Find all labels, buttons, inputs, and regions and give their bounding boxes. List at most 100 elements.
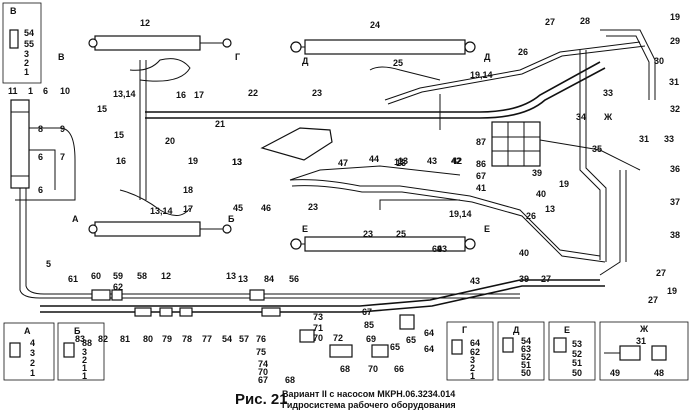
part-label: 68 <box>285 375 295 385</box>
part-label: 39 <box>532 168 542 178</box>
figure-number: Рис. 21 <box>235 391 288 408</box>
part-label: 10 <box>60 86 70 96</box>
part-label: 61 <box>68 274 78 284</box>
part-label: 11 <box>8 86 18 96</box>
part-label: 17 <box>194 90 204 100</box>
part-label: 13 <box>396 158 406 168</box>
part-label: 6 <box>43 86 48 96</box>
part-label: 73 <box>313 312 323 322</box>
part-label: 57 <box>239 334 249 344</box>
part-label: 1 <box>82 363 87 373</box>
part-label: 30 <box>654 56 664 66</box>
part-label: 13 <box>398 156 408 166</box>
cylinder-12-bottom <box>88 221 232 237</box>
part-label: 65 <box>406 335 416 345</box>
part-label: 31 <box>669 77 679 87</box>
part-label: 78 <box>182 334 192 344</box>
part-label: 54 <box>222 334 232 344</box>
detail-title-d: Д <box>513 325 520 335</box>
distributor-valve <box>491 121 541 167</box>
part-label: 68 <box>340 364 350 374</box>
part-label: 75 <box>256 347 266 357</box>
part-labels: 12 24 13,14 16 17 15 22 21 15 20 19 13 1… <box>8 12 680 385</box>
fitting-chain <box>91 289 415 358</box>
part-label: 4 <box>30 338 35 348</box>
part-label: 20 <box>165 136 175 146</box>
part-label: 64 <box>424 344 434 354</box>
section-marker-v: В <box>58 52 65 62</box>
part-label: 86 <box>476 159 486 169</box>
part-label: 24 <box>370 20 380 30</box>
part-label: 67 <box>258 375 268 385</box>
part-label: 51 <box>572 358 582 368</box>
part-label: 62 <box>470 347 480 357</box>
part-label: 44 <box>369 154 379 164</box>
section-marker-e-right: Е <box>484 224 490 234</box>
part-label: 15 <box>114 130 124 140</box>
part-label: 52 <box>521 352 531 362</box>
part-label: 23 <box>363 229 373 239</box>
caption-variant: Вариант II с насосом МКРН.06.3234.014 <box>282 389 455 399</box>
part-label: 88 <box>82 338 92 348</box>
part-label: 21 <box>215 119 225 129</box>
part-label: 2 <box>24 58 29 68</box>
part-label: 16 <box>116 156 126 166</box>
part-label: 19 <box>670 12 680 22</box>
part-label: 12 <box>140 18 150 28</box>
part-label: 29 <box>670 36 680 46</box>
section-marker-b: Б <box>228 214 235 224</box>
detail-title-a: А <box>24 326 31 336</box>
part-label: 25 <box>393 58 403 68</box>
section-marker-d-left: Д <box>302 56 309 66</box>
part-label: 3 <box>24 49 29 59</box>
part-label: 26 <box>518 47 528 57</box>
part-label: 3 <box>470 355 475 365</box>
part-label: 62 <box>113 282 123 292</box>
part-label: 2 <box>82 355 87 365</box>
part-label: 82 <box>98 334 108 344</box>
part-label: 37 <box>670 197 680 207</box>
part-label: 71 <box>313 323 323 333</box>
part-label: 49 <box>610 368 620 378</box>
part-label: 13,14 <box>113 89 136 99</box>
part-label: 42 <box>451 156 461 166</box>
detail-title-zh: Ж <box>639 324 649 334</box>
part-label: 13,14 <box>150 206 173 216</box>
part-label: 27 <box>656 268 666 278</box>
part-label: 47 <box>338 158 348 168</box>
part-label: 1 <box>30 368 35 378</box>
part-label: 6 <box>38 152 43 162</box>
part-label: 13 <box>545 204 555 214</box>
part-label: 19 <box>559 179 569 189</box>
part-label: 8 <box>38 124 43 134</box>
part-label: 7 <box>60 152 65 162</box>
part-label: 83 <box>75 334 85 344</box>
part-label: 48 <box>654 368 664 378</box>
part-label: 1 <box>470 371 475 381</box>
part-label: 46 <box>261 203 271 213</box>
part-label: 52 <box>572 349 582 359</box>
part-label: 13 <box>232 157 242 167</box>
part-label: 1 <box>82 371 87 381</box>
part-label: 12 <box>161 271 171 281</box>
part-label: 43 <box>470 276 480 286</box>
part-label: 50 <box>521 368 531 378</box>
part-label: 27 <box>541 274 551 284</box>
part-label: 54 <box>24 28 34 38</box>
section-marker-zh: Ж <box>603 112 613 122</box>
section-marker-e-left: Е <box>302 224 308 234</box>
part-label: 59 <box>113 271 123 281</box>
part-label: 33 <box>664 134 674 144</box>
part-label: 77 <box>202 334 212 344</box>
hydraulic-tank <box>10 99 30 189</box>
part-label: 87 <box>476 137 486 147</box>
part-label: 3 <box>30 348 35 358</box>
part-label: 53 <box>572 339 582 349</box>
section-marker-g: Г <box>235 52 240 62</box>
part-label: 81 <box>120 334 130 344</box>
part-label: 13 <box>238 274 248 284</box>
detail-fittings <box>9 29 667 361</box>
part-label: 58 <box>137 271 147 281</box>
part-label: 69 <box>366 334 376 344</box>
